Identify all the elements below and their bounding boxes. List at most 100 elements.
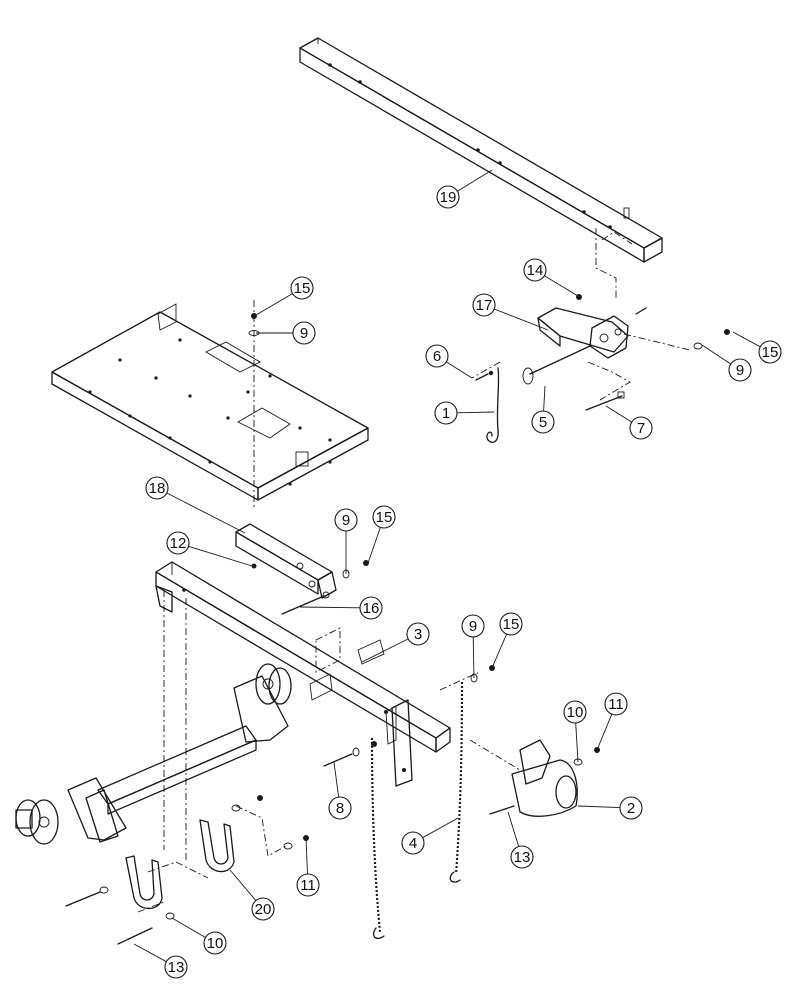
callout-label: 9 (469, 618, 477, 635)
callout-label: 20 (255, 901, 272, 918)
callout-label: 11 (300, 877, 316, 894)
leader-line (701, 344, 732, 365)
callout-circle (292, 321, 316, 345)
part-hitch-bracket (537, 307, 629, 359)
callout-circle (328, 796, 352, 820)
part-u-bracket-20 (125, 819, 235, 910)
callout-label: 4 (409, 835, 417, 852)
callout-9: 9 (728, 358, 752, 382)
callout-8: 8 (328, 796, 352, 820)
callout-12: 12 (166, 531, 190, 555)
leader-line (605, 405, 632, 423)
callout-17: 17 (472, 293, 496, 317)
leader-line (491, 633, 508, 669)
callout-circle (523, 258, 547, 282)
callout-9: 9 (334, 508, 358, 532)
callout-circle (203, 931, 227, 955)
callout-15: 15 (499, 612, 523, 636)
callout-circle (604, 692, 628, 716)
callout-3: 3 (406, 622, 430, 646)
callout-label: 19 (440, 189, 457, 206)
callout-circle (296, 873, 320, 897)
part-hub-right (255, 663, 292, 705)
leader-line (494, 308, 549, 331)
callout-label: 15 (376, 509, 393, 526)
callout-circle (251, 897, 275, 921)
callout-circle (164, 955, 188, 979)
callout-circle (510, 845, 534, 869)
callout-label: 15 (762, 344, 779, 361)
callout-label: 1 (442, 405, 450, 422)
callout-circle (166, 531, 190, 555)
callout-18: 18 (145, 476, 169, 500)
callout-circle (290, 276, 314, 300)
part-spring-wire-1 (486, 367, 500, 444)
part-screw-6 (475, 370, 494, 381)
leader-line (229, 869, 257, 901)
leader-line (543, 385, 546, 412)
part-pin-7 (585, 391, 625, 411)
callout-16: 16 (359, 596, 383, 620)
leader-line (299, 606, 361, 609)
part-square-tube (299, 37, 663, 263)
leader-lines (133, 169, 761, 963)
callout-6: 6 (425, 344, 449, 368)
leader-line (188, 545, 253, 567)
part-bolt-16 (281, 591, 330, 615)
callout-4: 4 (401, 831, 425, 855)
callout-label: 7 (637, 420, 645, 437)
part-hub-left (15, 799, 59, 845)
part-main-frame (155, 561, 451, 753)
callout-label: 9 (736, 362, 744, 379)
part-axle (67, 675, 289, 843)
callout-15: 15 (372, 505, 396, 529)
callout-circle (359, 596, 383, 620)
leader-line (472, 636, 475, 679)
callout-5: 5 (531, 410, 555, 434)
callout-label: 3 (414, 626, 422, 643)
callout-1: 1 (434, 401, 458, 425)
callout-label: 9 (342, 512, 350, 529)
callout-10: 10 (563, 700, 587, 724)
part-hardware-9-15-right (635, 307, 730, 350)
leader-line (305, 837, 308, 875)
callout-label: 6 (433, 348, 441, 365)
callout-9: 9 (292, 321, 316, 345)
callout-20: 20 (251, 897, 275, 921)
callout-circle (401, 831, 425, 855)
leader-line (544, 275, 579, 297)
leader-line (446, 361, 473, 379)
callout-11: 11 (296, 873, 320, 897)
leader-line (507, 811, 520, 847)
callout-11: 11 (604, 692, 628, 716)
leader-line (361, 638, 409, 663)
callout-15: 15 (290, 276, 314, 300)
leader-line (367, 527, 381, 564)
callout-label: 12 (170, 535, 187, 552)
part-shaft-5 (522, 345, 591, 385)
callout-15: 15 (758, 340, 782, 364)
part-jack-post (385, 699, 413, 787)
callout-circle (425, 344, 449, 368)
callout-circle (461, 614, 485, 638)
callout-13: 13 (510, 845, 534, 869)
part-hardware-9-15-chain (470, 665, 495, 683)
callout-label: 15 (503, 616, 520, 633)
leader-line (575, 722, 579, 763)
callout-label: 14 (527, 262, 544, 279)
callout-label: 18 (149, 480, 166, 497)
callout-label: 2 (627, 800, 635, 817)
part-bolt-8 (323, 741, 377, 767)
callout-circle (728, 358, 752, 382)
callout-circle (472, 293, 496, 317)
callout-circle (629, 416, 653, 440)
callout-label: 11 (608, 696, 624, 713)
callout-circle (436, 185, 460, 209)
callout-label: 15 (294, 280, 311, 297)
callout-label: 5 (539, 414, 547, 431)
leader-line (577, 805, 621, 809)
callout-circle (145, 476, 169, 500)
callout-2: 2 (619, 796, 643, 820)
construction-lines (137, 228, 691, 913)
